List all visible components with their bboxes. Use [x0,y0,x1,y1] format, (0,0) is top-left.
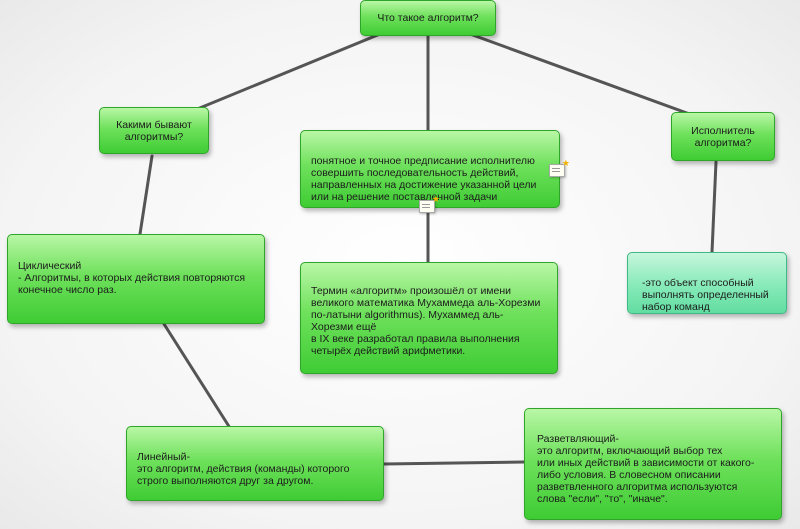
node-linear[interactable]: Линейный- это алгоритм, действия (команд… [126,426,384,501]
node-definition-text: понятное и точное предписание исполнител… [311,155,537,203]
node-branching-text: Разветвляющий- это алгоритм, включающий … [537,433,755,505]
node-executor-definition-text: -это объект способный выполнять определе… [642,277,769,313]
node-executor-definition[interactable]: -это объект способный выполнять определе… [627,252,787,314]
link-types-cyclic [138,154,154,236]
node-executor-question-label: Исполнитель алгоритма? [691,124,755,149]
note-icon[interactable] [419,195,440,213]
link-executor-def [710,160,718,254]
node-term[interactable]: Термин «алгоритм» произошёл от имени вел… [300,262,558,374]
link-linear-branching [382,460,526,466]
node-cyclic-text: Циклический - Алгоритмы, в которых дейст… [18,260,246,296]
node-definition[interactable]: понятное и точное предписание исполнител… [300,130,560,208]
node-types[interactable]: Какими бывают алгоритмы? [99,107,209,154]
link-cyclic-linear [162,322,232,430]
link-root-types [188,32,382,114]
node-branching[interactable]: Разветвляющий- это алгоритм, включающий … [524,408,782,520]
link-root-executor [468,32,697,118]
node-term-text: Термин «алгоритм» произошёл от имени вел… [311,285,541,357]
node-root[interactable]: Что такое алгоритм? [360,0,496,36]
node-cyclic[interactable]: Циклический - Алгоритмы, в которых дейст… [7,234,265,324]
note-icon[interactable] [549,159,570,177]
node-linear-text: Линейный- это алгоритм, действия (команд… [137,451,350,487]
node-types-label: Какими бывают алгоритмы? [116,118,192,143]
node-executor-question[interactable]: Исполнитель алгоритма? [671,112,775,161]
node-root-label: Что такое алгоритм? [377,12,479,24]
